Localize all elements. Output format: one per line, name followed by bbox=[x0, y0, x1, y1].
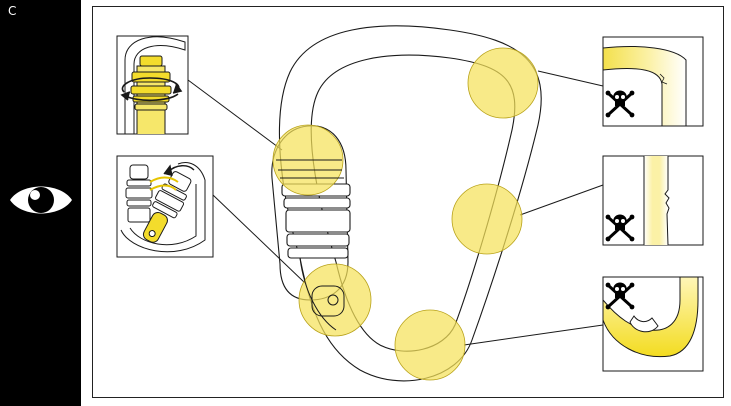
skull-crossbones-icon bbox=[605, 214, 635, 242]
highlight-gate-nose bbox=[298, 263, 372, 337]
skull-crossbones-icon bbox=[605, 282, 635, 310]
highlight-upper-spine bbox=[467, 47, 539, 119]
callout-gate-opening bbox=[116, 155, 214, 258]
main-details bbox=[276, 159, 345, 331]
callout-cracked-spine bbox=[602, 36, 704, 127]
left-sidebar: C bbox=[0, 0, 81, 406]
carabiner-main bbox=[278, 25, 542, 382]
highlight-mid-spine bbox=[451, 183, 523, 255]
diagram-frame bbox=[92, 6, 724, 398]
eye-icon bbox=[10, 186, 72, 214]
highlight-zones bbox=[272, 47, 539, 381]
callout-fissured-spine bbox=[602, 155, 704, 246]
swing-arrow-icon bbox=[163, 164, 195, 177]
callout-worn-basket bbox=[602, 276, 704, 372]
section-letter: C bbox=[8, 4, 17, 18]
rotate-arrow-icon bbox=[120, 77, 183, 102]
highlight-basket bbox=[394, 309, 466, 381]
leader-lines bbox=[187, 70, 604, 346]
skull-crossbones-icon bbox=[605, 90, 635, 118]
callout-gate-lock-rotation bbox=[116, 35, 189, 135]
